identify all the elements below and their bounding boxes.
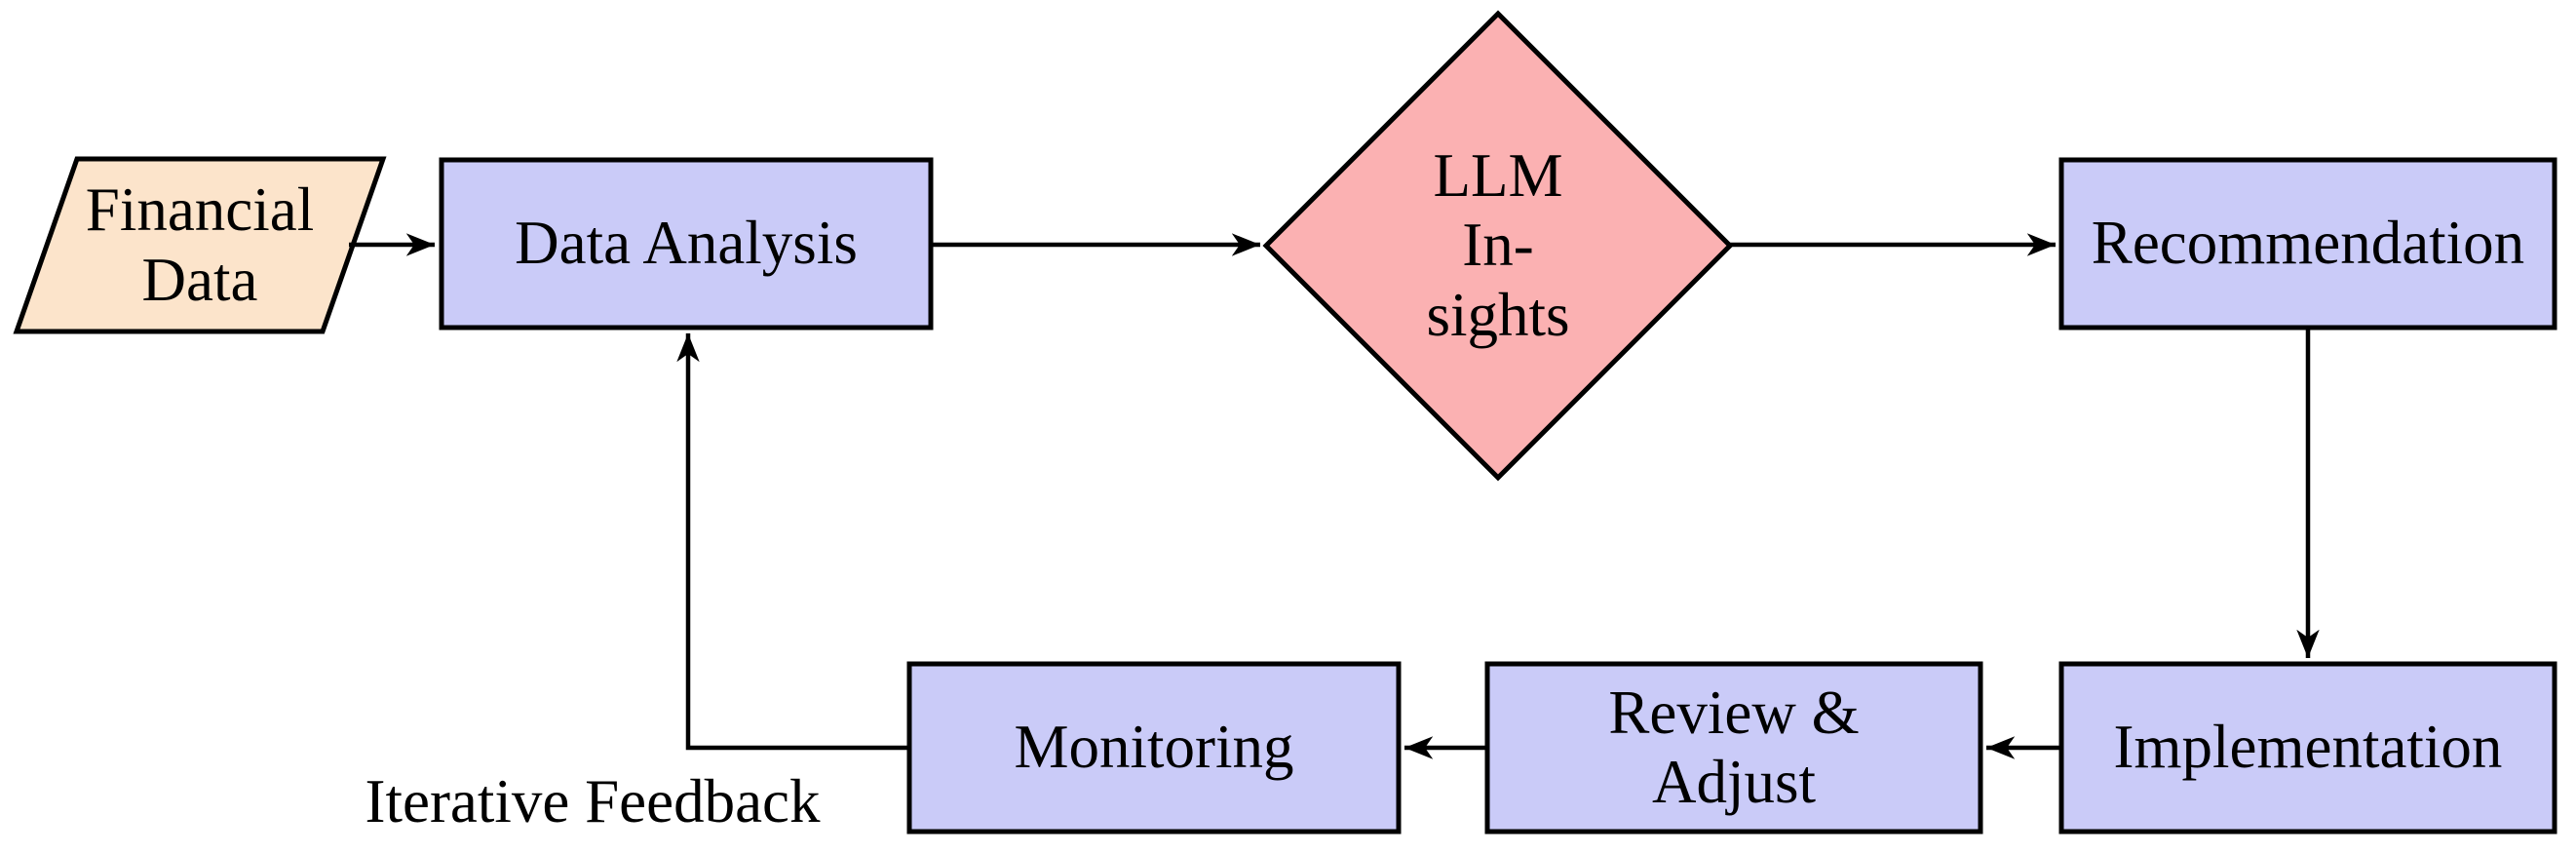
llm-insights-diamond-shape <box>1262 10 1734 482</box>
edge-monitoring-feedback-to-data-analysis <box>676 333 909 751</box>
review-adjust-shape <box>1484 661 1983 835</box>
financial-data-shape <box>13 156 387 334</box>
implementation-shape <box>2058 661 2557 835</box>
recommendation-shape <box>2058 157 2557 330</box>
monitoring-shape <box>906 661 1402 835</box>
data-analysis-shape <box>439 157 934 330</box>
